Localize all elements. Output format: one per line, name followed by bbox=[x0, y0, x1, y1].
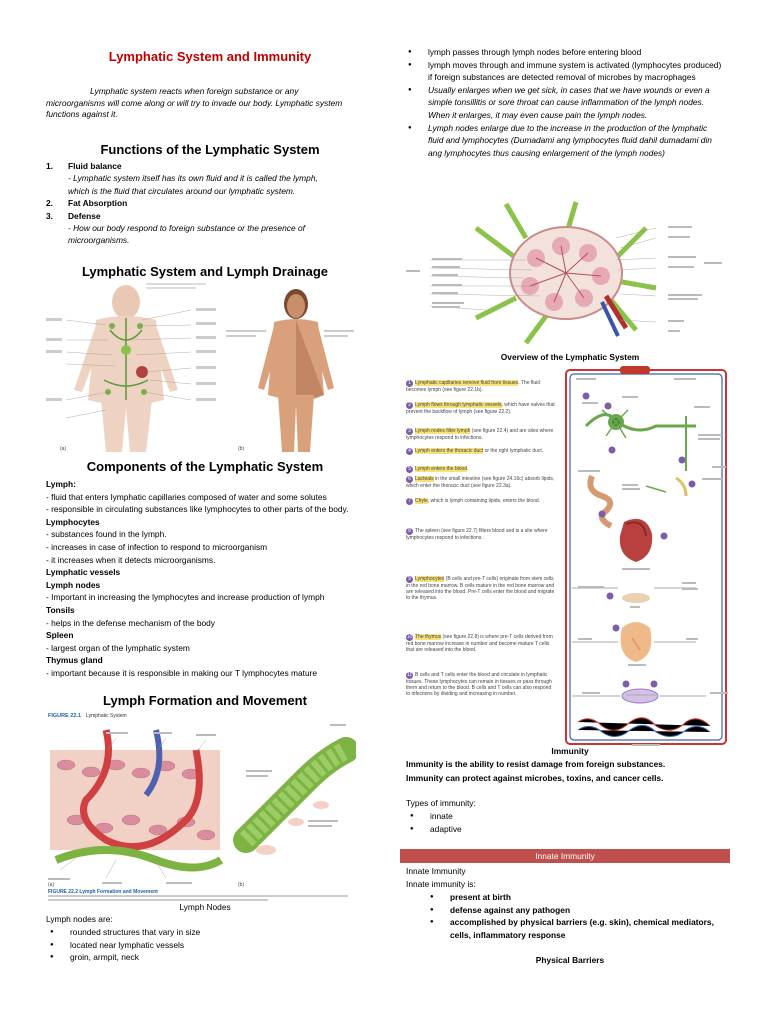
function-title: Defense bbox=[68, 210, 101, 221]
immunity-line-1: Immunity is the ability to resist damage… bbox=[406, 759, 666, 769]
innate-immunity-banner: Innate Immunity bbox=[400, 849, 730, 863]
component-desc: - Important in increasing the lymphocyte… bbox=[46, 592, 325, 603]
overview-caption: Overview of the Lymphatic System bbox=[500, 352, 640, 362]
figure-title: Lymphatic System bbox=[86, 713, 127, 719]
immunity-types-list: innate adaptive bbox=[406, 810, 606, 835]
list-item: Lymph nodes enlarge due to the increase … bbox=[404, 122, 722, 160]
component-desc: - responsible in circulating substances … bbox=[46, 504, 349, 515]
list-item: lymph moves through and immune system is… bbox=[404, 59, 722, 84]
list-item: accomplished by physical barriers (e.g. … bbox=[406, 916, 724, 941]
component-term: Thymus gland bbox=[46, 655, 103, 666]
component-desc: - increases in case of infection to resp… bbox=[46, 541, 268, 552]
component-term: Lymph: bbox=[46, 479, 76, 489]
lymph-formation-figure: FIGURE 22.1 Lymphatic System (a) (b) FIG… bbox=[46, 710, 356, 902]
component-term: Spleen bbox=[46, 630, 74, 641]
innate-label: Innate immunity is: bbox=[406, 879, 476, 889]
list-item: Usually enlarges when we get sick, in ca… bbox=[404, 84, 722, 122]
lymph-nodes-list: rounded structures that vary in size loc… bbox=[46, 926, 346, 964]
figure-label: FIGURE 22.1 bbox=[48, 713, 81, 719]
svg-text:(b): (b) bbox=[238, 882, 244, 888]
item-number: 1. bbox=[46, 161, 53, 171]
figure-bottom-label: FIGURE 22.2 Lymph Formation and Movement bbox=[48, 889, 158, 895]
immunity-types-label: Types of immunity: bbox=[406, 798, 476, 808]
drainage-heading: Lymphatic System and Lymph Drainage bbox=[81, 264, 329, 279]
item-number: 3. bbox=[46, 210, 53, 221]
svg-text:(b): (b) bbox=[238, 446, 244, 452]
lymphatic-body-figure: (a) (b) bbox=[46, 280, 356, 454]
component-desc: - it increases when it detects microorga… bbox=[46, 554, 216, 565]
innate-heading: Innate Immunity bbox=[406, 866, 466, 876]
component-desc: - fluid that enters lymphatic capillarie… bbox=[46, 491, 327, 502]
formation-heading: Lymph Formation and Movement bbox=[103, 693, 307, 708]
function-desc: - How our body respond to foreign substa… bbox=[68, 222, 305, 246]
svg-text:(a): (a) bbox=[60, 446, 66, 452]
components-heading: Components of the Lymphatic System bbox=[86, 459, 324, 474]
components-text: Lymph: - fluid that enters lymphatic capi… bbox=[46, 478, 358, 680]
list-item: located near lymphatic vessels bbox=[46, 939, 346, 952]
function-desc: - Lymphatic system itself has its own fl… bbox=[68, 173, 318, 196]
component-term: Lymph nodes bbox=[46, 579, 101, 590]
lymph-nodes-caption: Lymph Nodes bbox=[179, 902, 231, 912]
list-item: present at birth bbox=[406, 891, 724, 904]
component-desc: - largest organ of the lymphatic system bbox=[46, 642, 190, 653]
component-term: Lymphocytes bbox=[46, 516, 100, 527]
immunity-heading: Immunity bbox=[551, 746, 589, 756]
list-item: groin, armpit, neck bbox=[46, 951, 346, 964]
intro-paragraph: Lymphatic system reacts when foreign sub… bbox=[46, 86, 343, 120]
innate-list: present at birth defense against any pat… bbox=[406, 891, 724, 941]
function-item: 2. Fat Absorption bbox=[46, 197, 336, 209]
svg-text:(a): (a) bbox=[48, 882, 54, 888]
lymph-node-figure bbox=[406, 198, 732, 346]
function-title: Fluid balance bbox=[68, 161, 122, 171]
item-number: 2. bbox=[46, 198, 53, 209]
component-term: Tonsils bbox=[46, 604, 75, 615]
list-item: innate bbox=[406, 810, 606, 823]
component-term: Lymphatic vessels bbox=[46, 567, 121, 578]
immunity-line-2: Immunity can protect against microbes, t… bbox=[406, 773, 664, 783]
lymph-nodes-intro: Lymph nodes are: bbox=[46, 914, 113, 924]
right-bullet-list: lymph passes through lymph nodes before … bbox=[404, 46, 722, 159]
page-title: Lymphatic System and Immunity bbox=[108, 49, 312, 64]
function-item: 3. Defense- How our body respond to forei… bbox=[46, 210, 336, 247]
component-desc: - substances found in the lymph. bbox=[46, 529, 167, 540]
physical-barriers-heading: Physical Barriers bbox=[535, 955, 605, 965]
list-item: lymph passes through lymph nodes before … bbox=[404, 46, 722, 59]
function-item: 1. Fluid balance - Lymphatic system itself… bbox=[46, 160, 336, 197]
component-desc: - helps in the defense mechanism of the … bbox=[46, 617, 215, 628]
functions-heading: Functions of the Lymphatic System bbox=[100, 142, 320, 157]
list-item: rounded structures that vary in size bbox=[46, 926, 346, 939]
functions-list: 1. Fluid balance - Lymphatic system itself… bbox=[46, 160, 336, 247]
list-item: adaptive bbox=[406, 823, 606, 836]
list-item: defense against any pathogen bbox=[406, 904, 724, 917]
component-desc: - important because it is responsible in… bbox=[46, 667, 318, 678]
function-title: Fat Absorption bbox=[68, 198, 128, 209]
